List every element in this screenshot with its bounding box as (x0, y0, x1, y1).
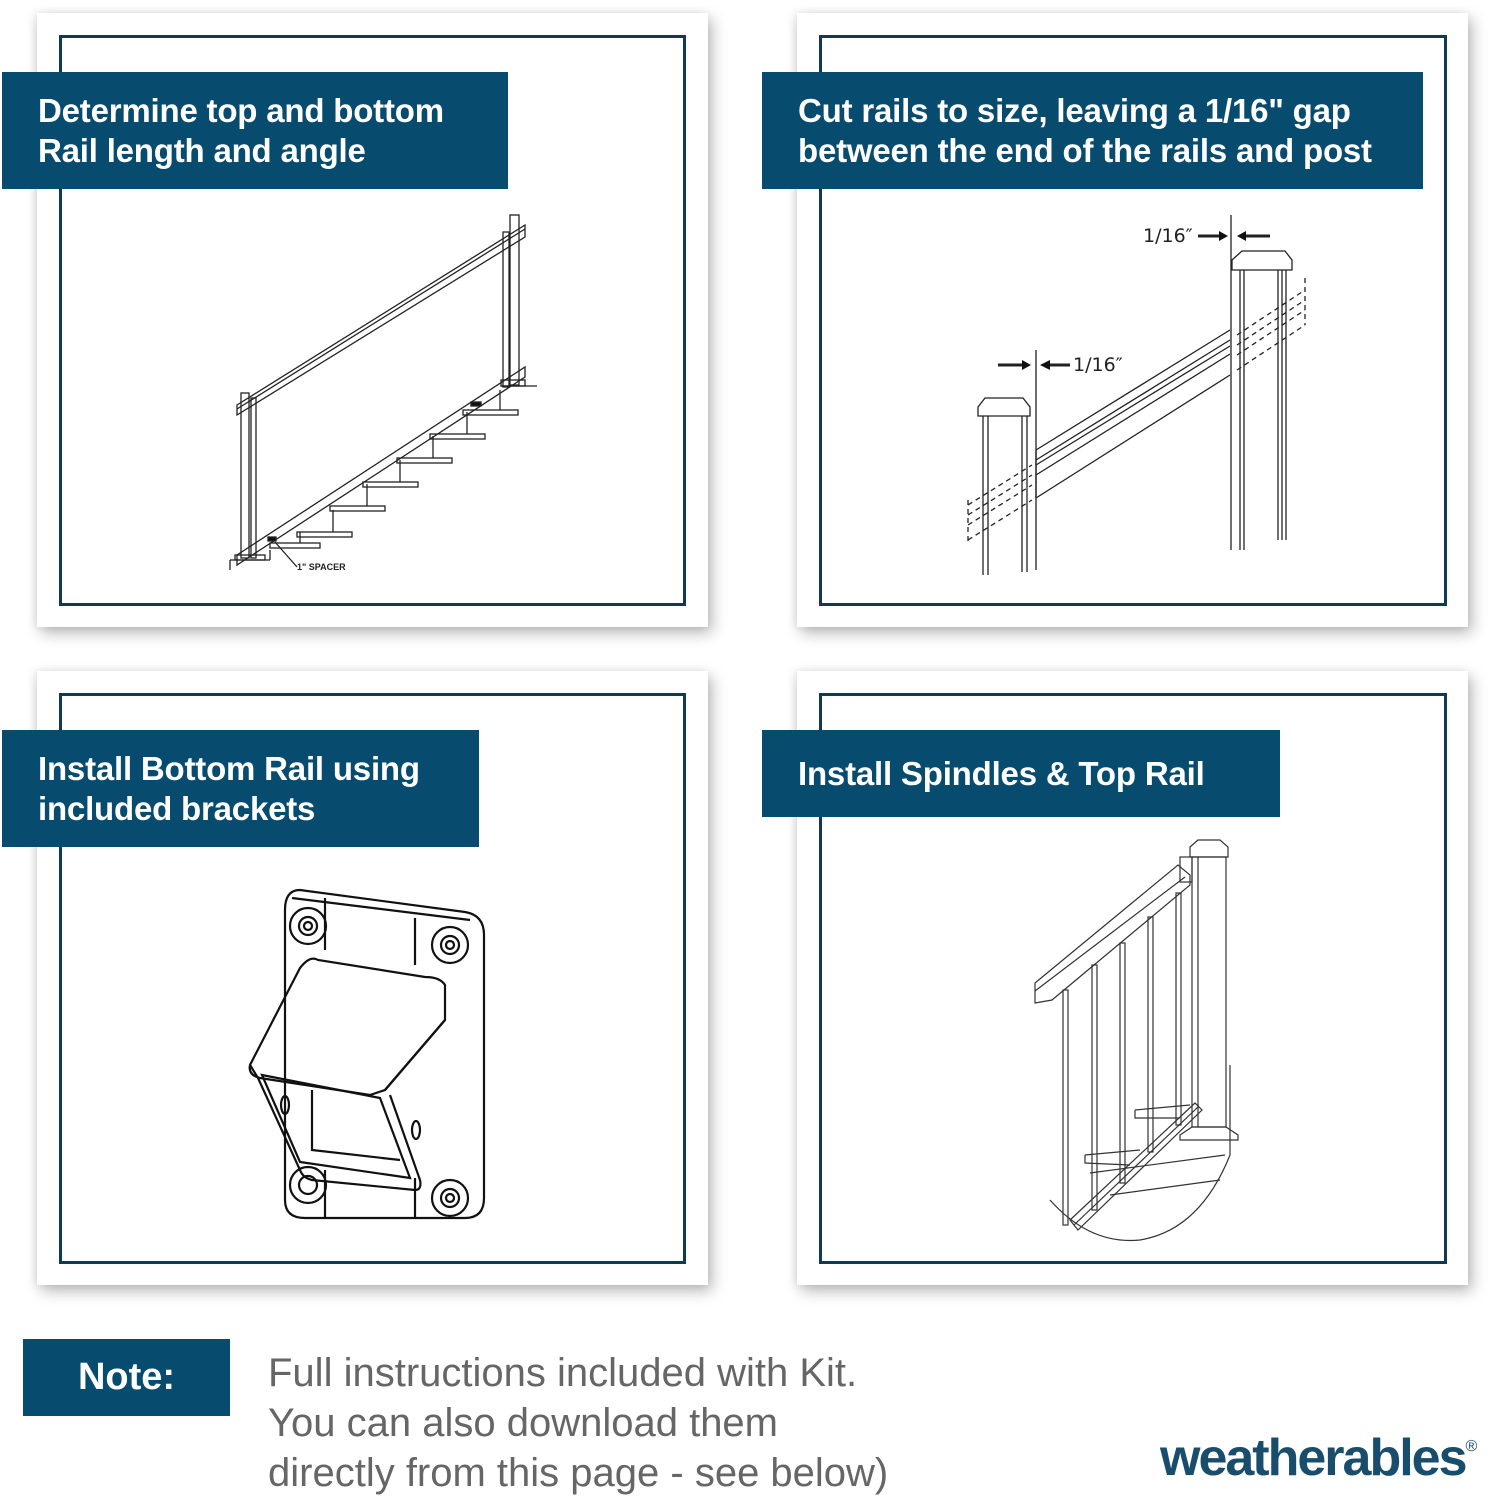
spindles-illustration (1034, 839, 1239, 1242)
step-frame-1 (59, 35, 686, 606)
brand-logo: weatherables® (1160, 1428, 1477, 1488)
step-1-title-banner: Determine top and bottom Rail length and… (2, 72, 508, 189)
step-1-title-line-1: Determine top and bottom (38, 91, 444, 129)
rail-gap-illustration: 1/16″ 1/16″ (967, 215, 1306, 575)
step-frame-2 (819, 35, 1447, 606)
step-4-title-line-1: Install Spindles & Top Rail (798, 754, 1205, 792)
bracket-illustration (248, 888, 486, 1220)
note-line-3: directly from this page - see below) (268, 1451, 889, 1495)
registered-mark: ® (1465, 1438, 1478, 1455)
note-line-1: Full instructions included with Kit. (268, 1351, 858, 1395)
step-4-title-banner: Install Spindles & Top Rail (762, 730, 1280, 817)
spacer-callout: 1" SPACER (297, 562, 346, 572)
step-3-title-line-1: Install Bottom Rail using (38, 749, 420, 787)
step-2-title-banner: Cut rails to size, leaving a 1/16" gap b… (762, 72, 1423, 189)
brand-name: weatherables (1160, 1429, 1467, 1487)
step-1-title-line-2: Rail length and angle (38, 131, 366, 169)
step-frame-3 (59, 693, 686, 1264)
note-text: Full instructions included with Kit. You… (268, 1348, 888, 1498)
gap-label-top: 1/16″ (1143, 225, 1193, 247)
step-3-title-line-2: included brackets (38, 789, 316, 827)
gap-label-bottom: 1/16″ (1073, 354, 1123, 376)
step-3-title-banner: Install Bottom Rail using included brack… (2, 730, 479, 847)
note-line-2: You can also download them (268, 1401, 778, 1445)
step-frame-4 (819, 693, 1447, 1264)
note-badge: Note: (23, 1339, 230, 1416)
step-2-title-line-2: between the end of the rails and post (798, 131, 1372, 169)
step-2-title-line-1: Cut rails to size, leaving a 1/16" gap (798, 91, 1351, 129)
stair-rail-illustration: 1" SPACER (229, 214, 537, 572)
